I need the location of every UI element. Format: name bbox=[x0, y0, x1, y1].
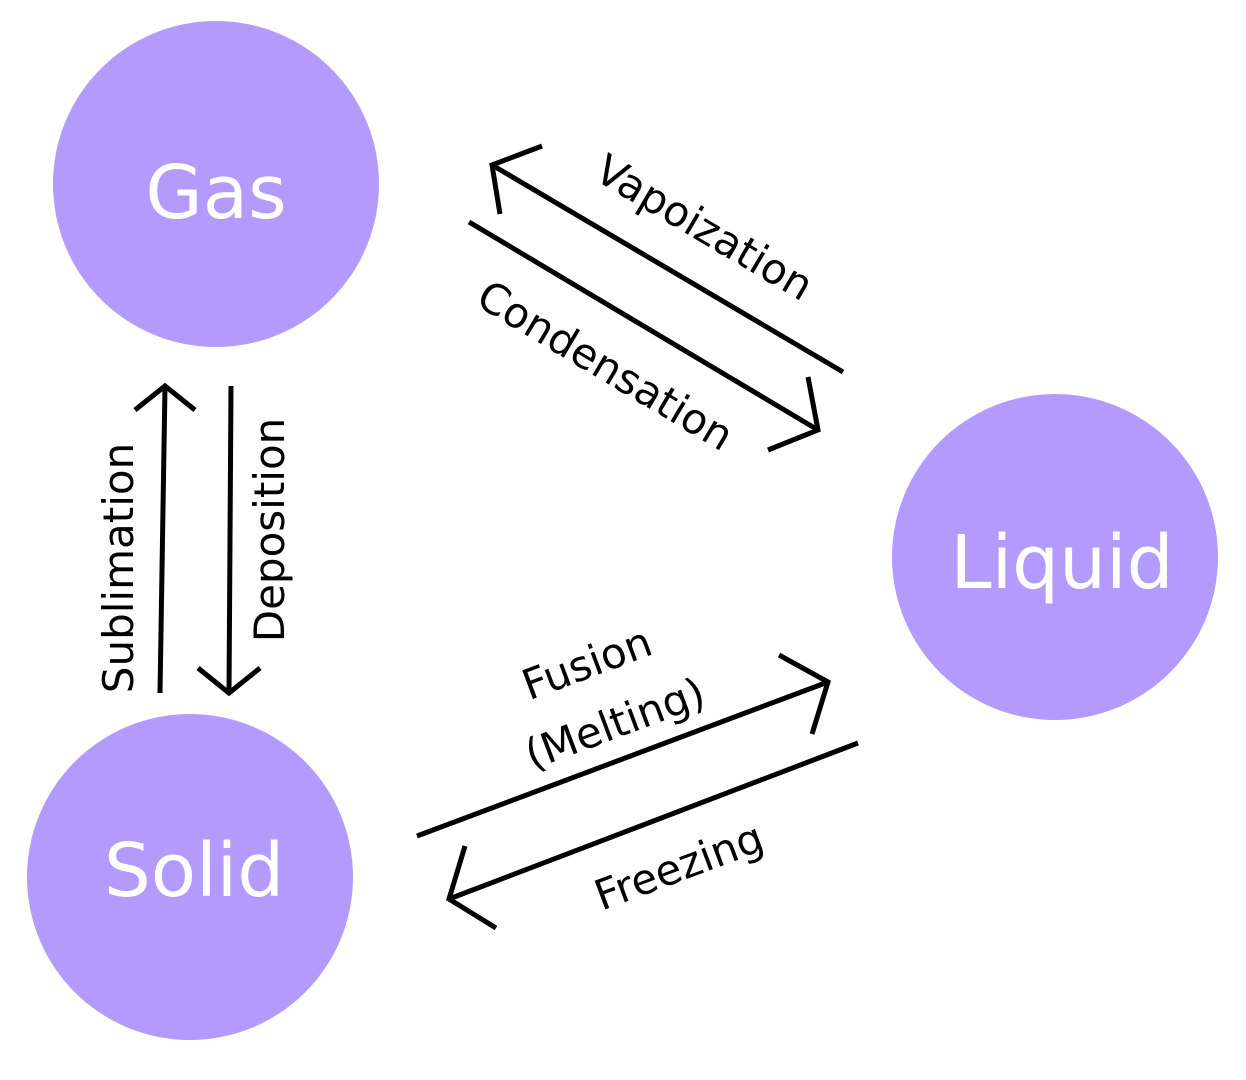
liquid-label: Liquid bbox=[950, 520, 1173, 606]
fusion-arrow bbox=[416, 652, 831, 839]
sublimation-arrow bbox=[133, 382, 197, 694]
condensation-label: Condensation bbox=[469, 271, 742, 461]
deposition-arrow bbox=[196, 385, 262, 697]
condensation-arrow bbox=[467, 219, 821, 453]
gas-node: Gas bbox=[53, 21, 379, 347]
vaporization-label: Vapoization bbox=[587, 145, 822, 311]
freezing-arrow bbox=[446, 740, 859, 931]
gas-label: Gas bbox=[145, 150, 286, 236]
solid-label: Solid bbox=[104, 828, 284, 914]
liquid-circle bbox=[892, 394, 1218, 720]
gas-circle bbox=[53, 21, 379, 347]
liquid-node: Liquid bbox=[892, 394, 1218, 720]
sublimation-label: Sublimation bbox=[94, 443, 143, 693]
freezing-label: Freezing bbox=[588, 813, 770, 921]
vaporization-arrow bbox=[489, 143, 845, 375]
solid-node: Solid bbox=[27, 714, 353, 1040]
deposition-label: Deposition bbox=[245, 418, 294, 643]
solid-circle bbox=[27, 714, 353, 1040]
